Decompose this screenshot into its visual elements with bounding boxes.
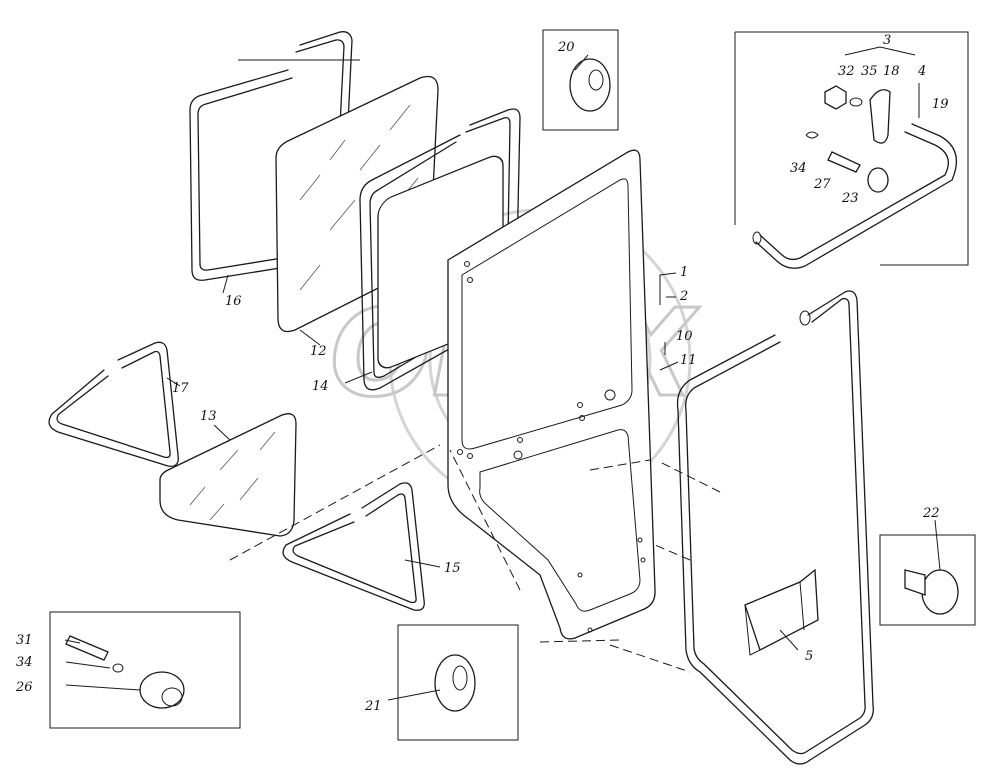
detail-box-3 [734,31,969,266]
seal-17 [48,341,179,467]
callout-14: 14 [312,379,329,394]
callout-16: 16 [225,294,242,309]
detail-box-26 [49,611,241,729]
seal-16 [189,31,353,281]
callout-1: 1 [680,265,688,280]
callout-31: 31 [16,633,33,648]
callout-18: 18 [883,64,900,79]
callout-12: 12 [310,344,327,359]
callout-11: 11 [680,353,697,368]
door-frame-1 [447,149,656,640]
callout-17: 17 [172,381,189,396]
bracket-5 [744,568,819,656]
rod-10 [676,290,874,765]
detail-box-20 [542,29,619,131]
callout-35: 35 [861,64,878,79]
leader-lines [64,46,941,701]
callout-20: 20 [557,40,575,55]
callout-26: 26 [15,680,33,695]
callout-4: 4 [917,64,926,79]
callout-2: 2 [679,289,688,304]
handle-19 [752,123,958,269]
detail-box-22 [879,534,976,626]
callout-10: 10 [676,329,693,344]
callout-5: 5 [805,649,813,664]
assembly-lines [229,444,721,673]
callout-27: 27 [813,177,831,192]
callout-15: 15 [444,561,461,576]
callout-34b: 34 [790,161,807,176]
callout-22: 22 [922,506,940,521]
callout-21: 21 [364,699,382,714]
detail-box-21 [397,624,519,741]
glass-13 [159,413,297,537]
callout-13: 13 [200,409,217,424]
callout-34a: 34 [16,655,33,670]
callout-19: 19 [932,97,949,112]
callout-32: 32 [838,64,855,79]
callout-23: 23 [841,191,859,206]
seal-15 [282,482,425,611]
callout-3: 3 [883,33,891,48]
